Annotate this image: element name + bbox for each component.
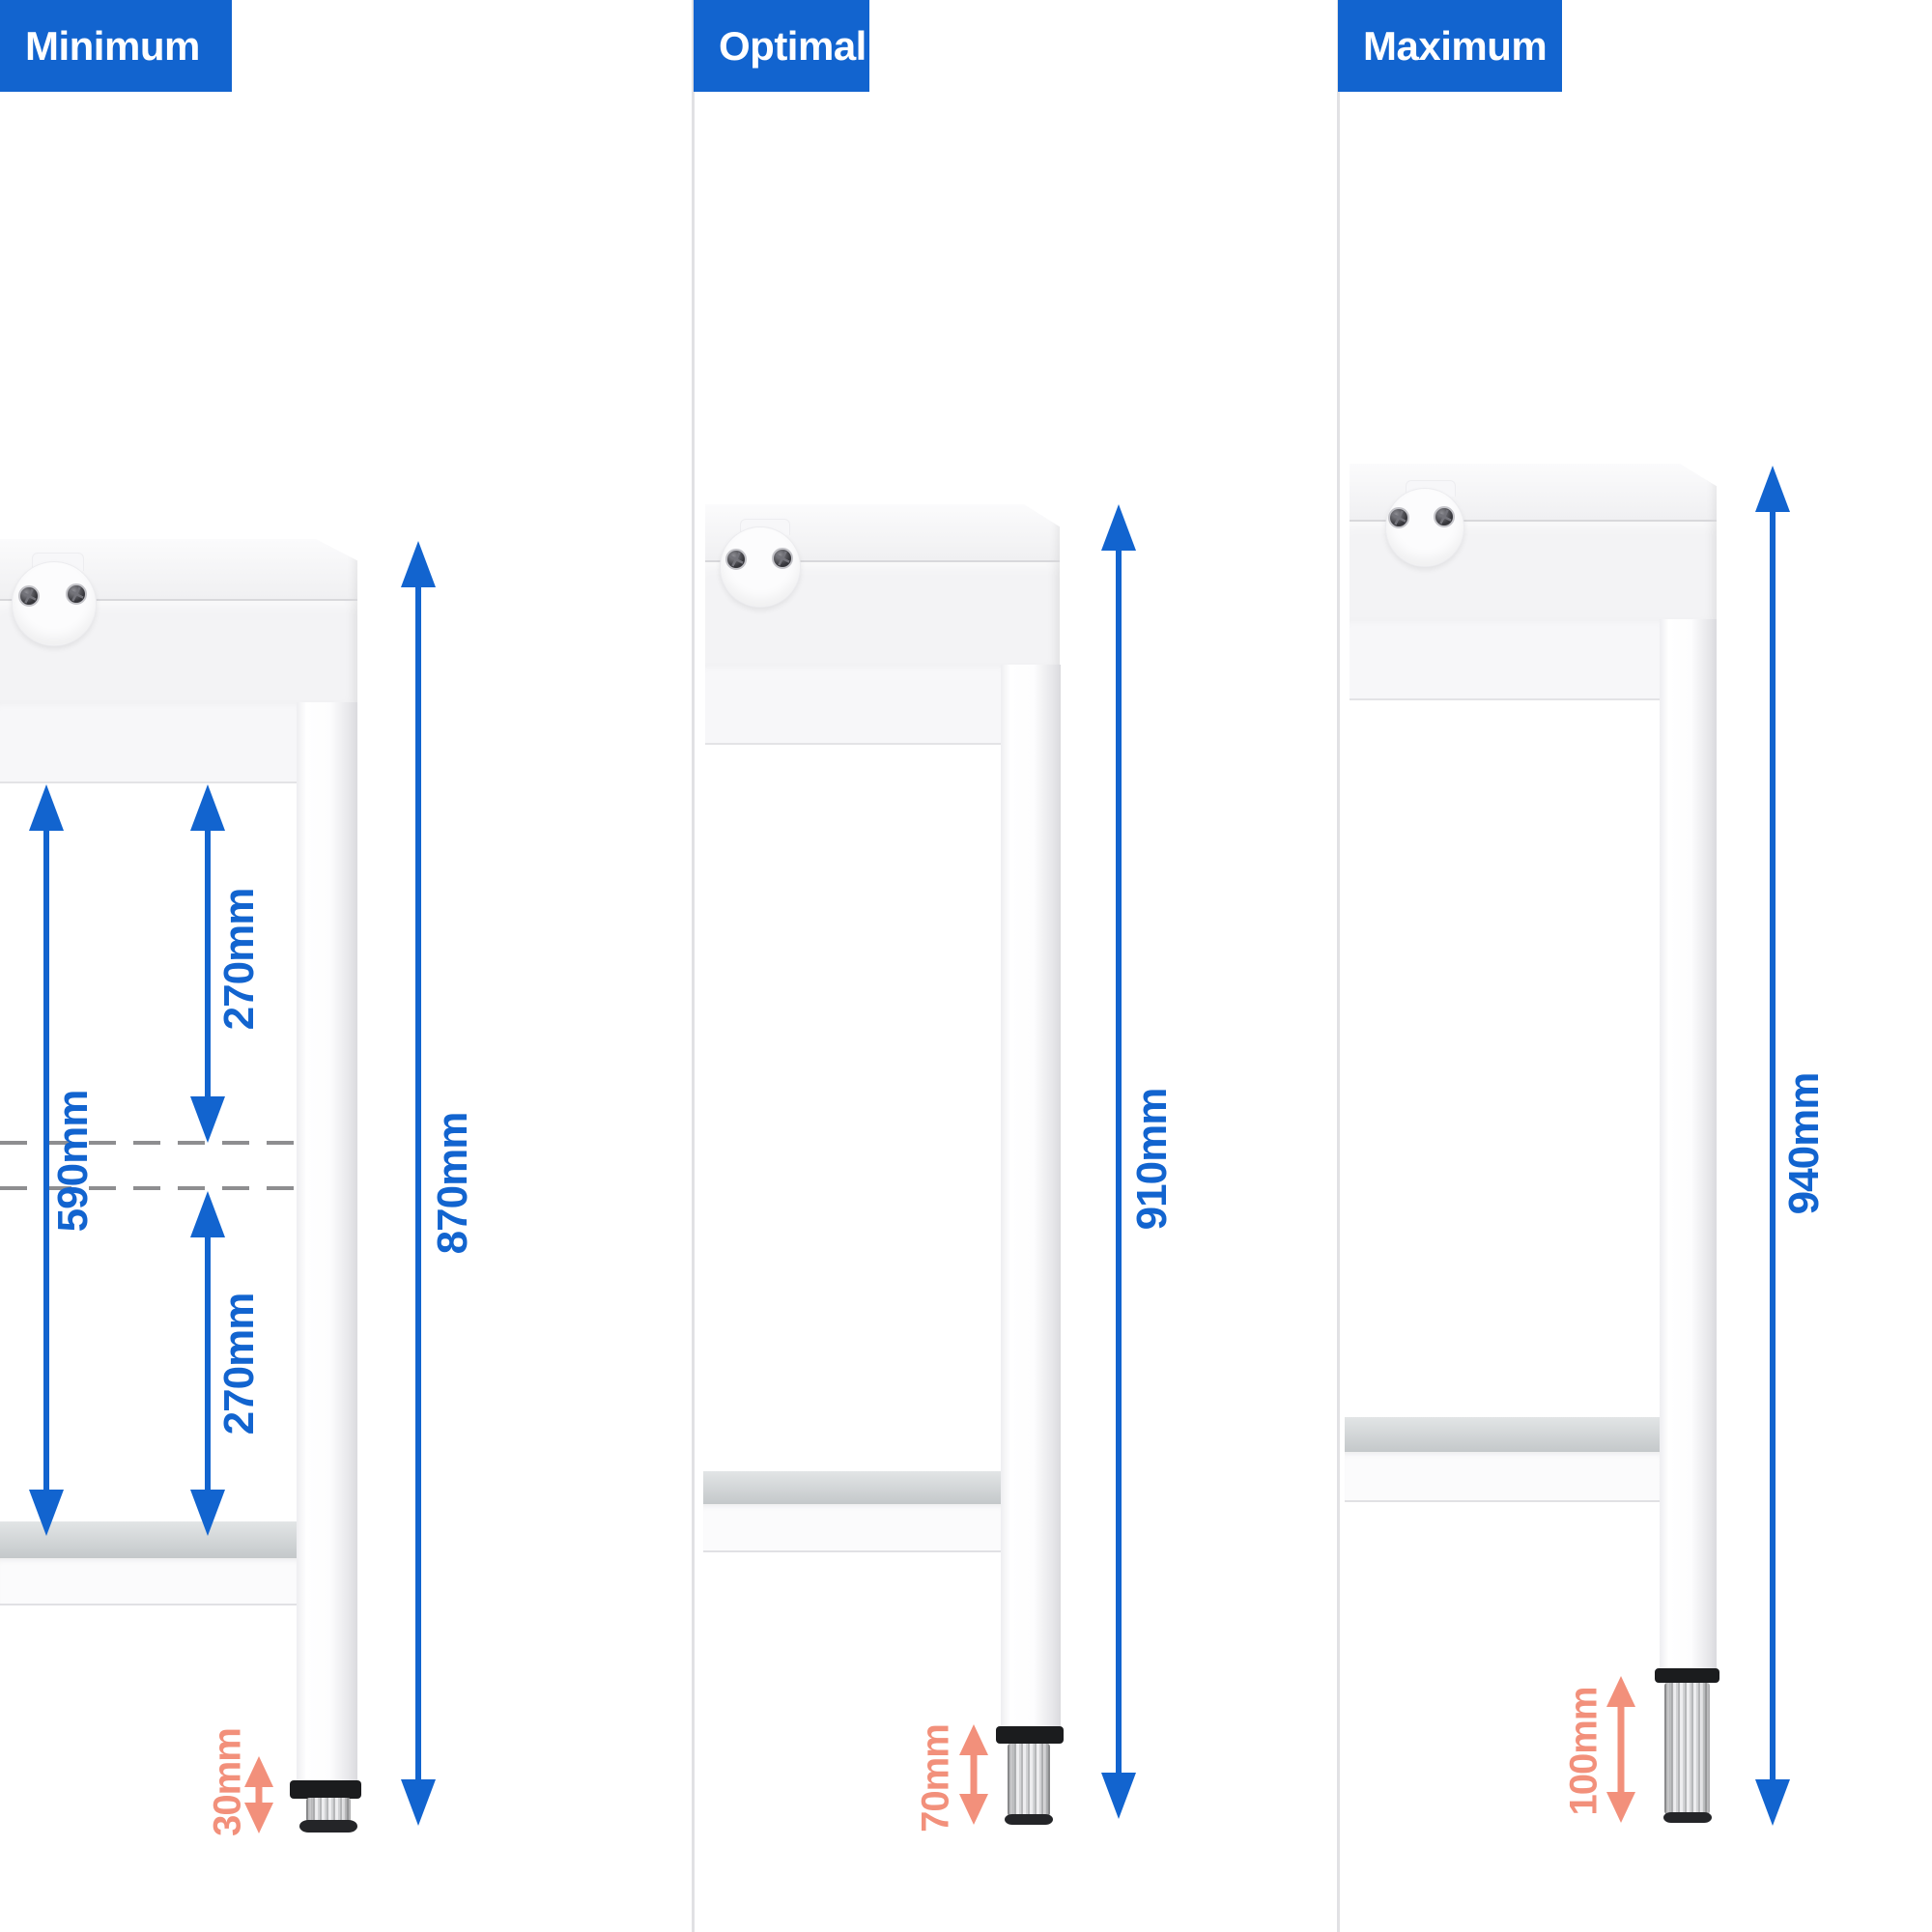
dimension-arrow-foot-maximum [1604, 1676, 1638, 1823]
dashed-reference-line-lower [0, 1186, 295, 1190]
foot-base-minimum [299, 1820, 357, 1833]
panel-label-maximum-text: Maximum [1363, 22, 1548, 69]
dimension-arrow-clearance-total [29, 784, 64, 1536]
panel-label-minimum-text: Minimum [25, 22, 200, 69]
arrow-line [1116, 545, 1122, 1778]
lower-shelf-front-maximum [1345, 1452, 1660, 1502]
lower-shelf-surface-optimal [703, 1471, 1001, 1504]
table-apron-minimum [0, 702, 297, 783]
dimension-arrow-foot-optimal [956, 1724, 991, 1825]
adjustable-foot-optimal [1008, 1744, 1050, 1816]
arrow-line [1617, 1701, 1625, 1798]
screw-minimum-right [66, 583, 87, 605]
panel-label-optimal-text: Optimal [719, 22, 867, 69]
table-leg-minimum [297, 702, 357, 1780]
adjustable-foot-maximum [1664, 1683, 1710, 1814]
dimension-text-foot-minimum: 30mm [206, 1728, 249, 1836]
foot-collar-optimal [996, 1726, 1064, 1744]
dimension-arrow-clearance-lower [190, 1191, 225, 1536]
dimension-arrow-clearance-upper [190, 784, 225, 1143]
panel-divider-1 [692, 0, 695, 1932]
arrow-line [415, 582, 421, 1785]
dimension-text-overall-optimal: 910mm [1128, 1088, 1176, 1231]
arrow-line [1770, 506, 1776, 1785]
dimension-arrow-overall-maximum [1755, 466, 1790, 1826]
arrow-line [205, 1232, 211, 1495]
foot-collar-maximum [1655, 1668, 1719, 1683]
lower-shelf-surface-maximum [1345, 1417, 1660, 1452]
dimension-text-clearance-total: 590mm [49, 1090, 97, 1233]
dashed-reference-line-upper [0, 1141, 295, 1145]
table-leg-maximum [1660, 619, 1717, 1668]
table-apron-maximum [1350, 619, 1660, 700]
adjustable-foot-minimum [306, 1798, 351, 1822]
dimension-arrow-overall-optimal [1101, 504, 1136, 1819]
dimension-text-overall-minimum: 870mm [429, 1112, 476, 1255]
mounting-plate-minimum [12, 561, 97, 646]
foot-base-optimal [1005, 1814, 1053, 1825]
foot-collar-minimum [290, 1780, 361, 1799]
dimension-text-foot-maximum: 100mm [1562, 1687, 1605, 1816]
panel-divider-2 [1337, 0, 1340, 1932]
screw-minimum-left [18, 585, 40, 607]
dimension-text-overall-maximum: 940mm [1780, 1072, 1828, 1215]
panel-label-minimum: Minimum [0, 0, 232, 92]
panel-label-maximum: Maximum [1338, 0, 1562, 92]
panel-label-optimal: Optimal [694, 0, 869, 92]
dimension-arrow-foot-minimum [242, 1756, 276, 1833]
table-apron-optimal [705, 665, 1001, 745]
lower-shelf-front-minimum [0, 1558, 297, 1605]
dimension-arrow-overall-minimum [401, 541, 436, 1826]
dimension-text-clearance-upper: 270mm [215, 888, 263, 1031]
arrow-line [43, 825, 49, 1495]
screw-optimal-right [772, 548, 793, 569]
screw-optimal-left [725, 549, 747, 570]
arrow-line [205, 825, 211, 1102]
table-leg-optimal [1001, 665, 1061, 1726]
screw-maximum-right [1434, 506, 1455, 527]
arrow-line [255, 1781, 263, 1808]
arrow-line [970, 1749, 978, 1800]
screw-maximum-left [1388, 507, 1409, 528]
lower-shelf-front-optimal [703, 1504, 1001, 1552]
foot-base-maximum [1663, 1812, 1712, 1823]
dimension-text-clearance-lower: 270mm [215, 1293, 263, 1435]
dimension-text-foot-optimal: 70mm [914, 1724, 957, 1833]
